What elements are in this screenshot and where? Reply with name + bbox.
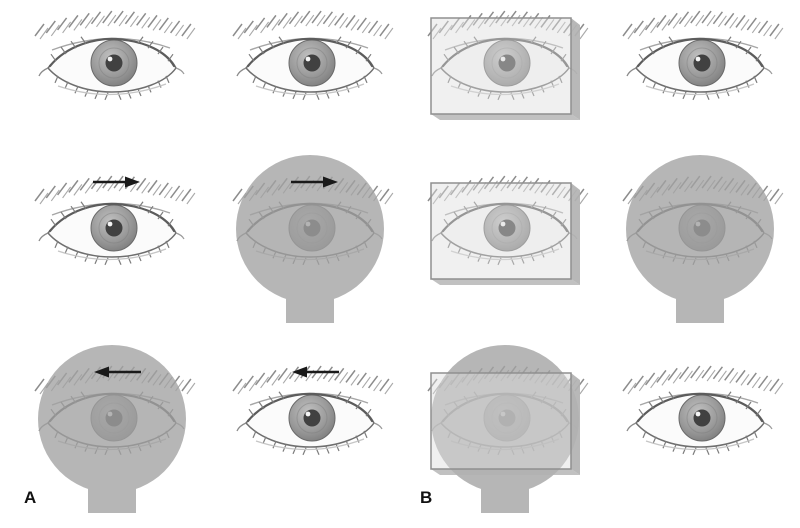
prism-right-edge [571,373,580,475]
prism-block [430,182,580,285]
panel-a-row1-eye-left [35,11,195,100]
gaze-arrow-left-icon [94,366,141,378]
panel-b-row2-eye-right [623,155,783,323]
prism-front-face [430,372,572,470]
prism-bottom-edge [431,279,580,285]
prism-right-edge [571,18,580,120]
panel-a-row3-eye-left [35,345,195,513]
panel-b-row3-eye-right [623,366,783,455]
prism-block [430,372,580,475]
occluder-paddle [626,155,774,323]
prism-front-face [430,17,572,115]
panel-a-row3-eye-right [233,366,393,455]
panel-label-b: B [420,488,432,507]
eye-illustration [623,366,783,455]
eye-illustration [233,366,393,455]
panel-b-row2-eye-left [428,176,588,285]
occluder-disc [38,345,186,493]
panel-a-row1-eye-right [233,11,393,100]
prism-front-face [430,182,572,280]
panel-b-row3-eye-left [428,345,588,513]
panel-a-row2-eye-right [233,155,393,323]
panel-b-row1-eye-left [428,11,588,120]
occluder-disc [626,155,774,303]
occluder-disc [431,345,579,493]
prism-right-edge [571,183,580,285]
prism-block [430,17,580,120]
gaze-arrow-left-icon [292,366,339,378]
panel-label-a: A [24,488,36,507]
eye-illustration [233,11,393,100]
gaze-arrow-right-icon [291,176,338,188]
occluder-paddle [431,345,579,513]
eye-illustration [623,11,783,100]
eye-illustration [35,11,195,100]
occluder-disc [236,155,384,303]
gaze-arrow-right-icon [93,176,140,188]
prism-bottom-edge [431,469,580,475]
panel-b-row1-eye-right [623,11,783,100]
panel-a-row2-eye-left [35,176,195,265]
eye-grid [35,11,783,513]
occluder-paddle [38,345,186,513]
occluder-paddle [236,155,384,323]
prism-bottom-edge [431,114,580,120]
eye-illustration [35,176,195,265]
